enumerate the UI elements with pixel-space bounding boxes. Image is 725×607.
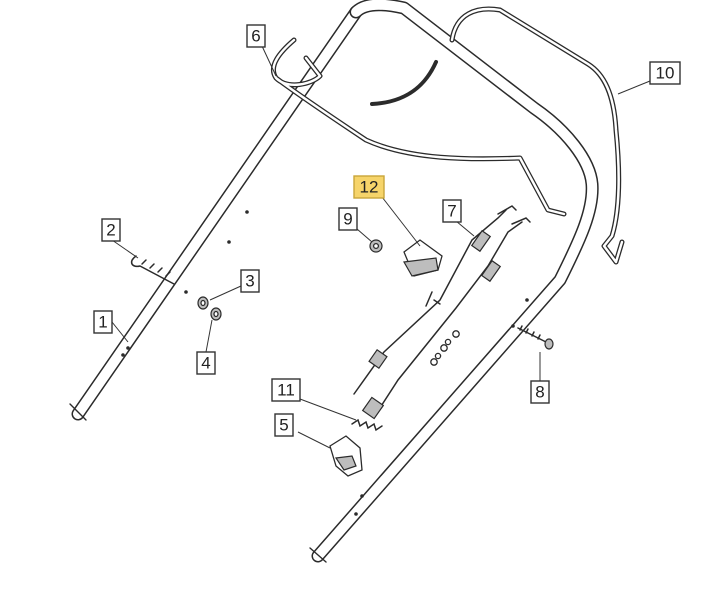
upper-handle-bar xyxy=(309,0,599,563)
operator-presence-bar xyxy=(270,37,567,217)
callout-8: 8 xyxy=(530,380,550,404)
callout-2: 2 xyxy=(101,218,121,242)
callout-9: 9 xyxy=(338,207,358,231)
cable-assembly xyxy=(353,205,531,420)
callout-6: 6 xyxy=(246,24,266,48)
callout-8-label: 8 xyxy=(535,383,544,402)
callout-10: 10 xyxy=(649,61,681,85)
nut xyxy=(369,239,383,253)
callout-2-label: 2 xyxy=(106,221,115,240)
callout-7-label: 7 xyxy=(447,202,456,221)
callout-10-label: 10 xyxy=(656,64,675,83)
callout-6-label: 6 xyxy=(251,27,260,46)
cable-guide xyxy=(403,239,443,277)
callout-5: 5 xyxy=(274,413,294,437)
callout-4-label: 4 xyxy=(201,354,210,373)
callout-12-label: 12 xyxy=(360,178,379,197)
washer-and-nut xyxy=(197,296,222,321)
cable-clip xyxy=(329,435,363,477)
spring xyxy=(351,418,383,432)
callout-3-label: 3 xyxy=(245,272,254,291)
leader-lines xyxy=(111,45,651,449)
callout-1-label: 1 xyxy=(98,313,107,332)
callout-3: 3 xyxy=(240,269,260,293)
callout-5-label: 5 xyxy=(279,416,288,435)
callout-1: 1 xyxy=(93,310,113,334)
callout-4: 4 xyxy=(196,351,216,375)
callout-11-label: 11 xyxy=(277,381,295,400)
lower-handle-left xyxy=(69,5,363,421)
bolt xyxy=(130,255,175,285)
screw xyxy=(517,325,554,350)
drive-bail xyxy=(449,6,625,265)
callout-11: 11 xyxy=(271,378,301,402)
callout-12: 12 xyxy=(353,175,385,199)
callout-7: 7 xyxy=(442,199,462,223)
callout-9-label: 9 xyxy=(343,210,352,229)
